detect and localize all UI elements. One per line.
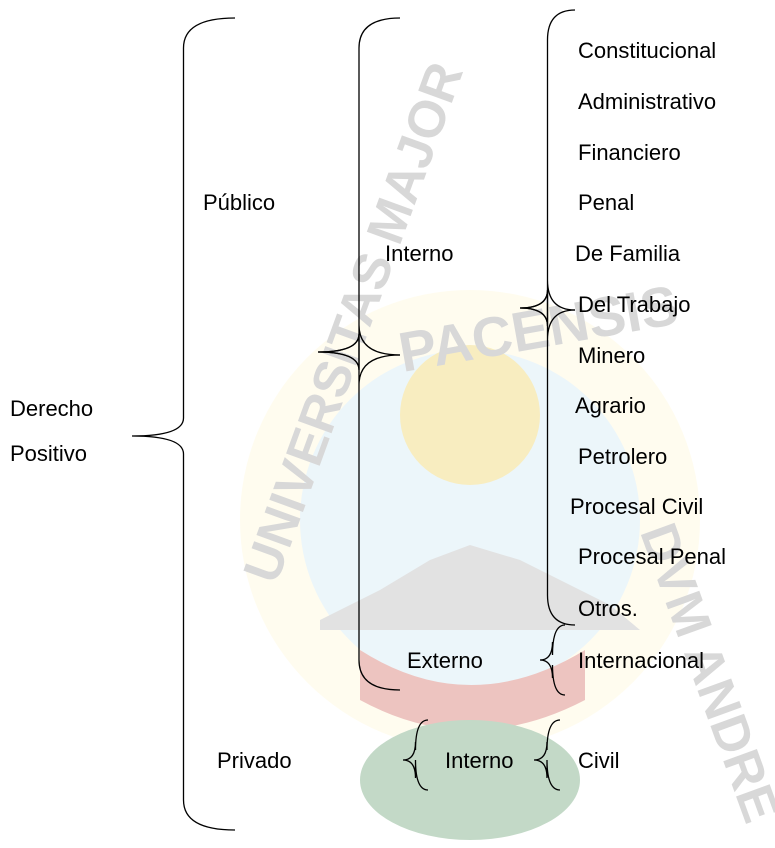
bracket-interno-ramas-upper: [519, 9, 576, 327]
bracket-interno-ramas-lower: [519, 289, 576, 626]
interno-label: Interno: [385, 241, 454, 266]
rama-item: Minero: [578, 343, 646, 368]
seal-ribbon: [360, 650, 585, 730]
rama-externo-item: Internacional: [578, 648, 704, 673]
bracket-publico-interno-externo: [317, 333, 401, 691]
rama-item: Petrolero: [578, 444, 668, 469]
bracket-derecho-positivo: [131, 17, 236, 831]
rama-item: Administrativo: [578, 89, 717, 114]
bracket-privado-interno: [533, 719, 561, 791]
seal-mountain: [320, 545, 640, 630]
bracket-privado: [402, 719, 429, 791]
rama-item: Procesal Civil: [570, 494, 704, 519]
root-label-line1: Derecho: [10, 396, 94, 421]
rama-item: Constitucional: [578, 38, 717, 63]
privado-label: Privado: [217, 748, 292, 773]
bracket-externo: [539, 624, 566, 696]
externo-label: Externo: [407, 648, 483, 673]
rama-item: Otros.: [578, 596, 638, 621]
bracket-publico: [317, 17, 401, 371]
root-label-line2: Positivo: [10, 441, 88, 466]
rama-privado-item: Civil: [578, 748, 620, 773]
rama-item: Del Trabajo: [578, 292, 691, 317]
publico-label: Público: [203, 190, 276, 215]
rama-item: Penal: [578, 190, 635, 215]
seal-sun-rays: [240, 290, 700, 750]
rama-item: Procesal Penal: [578, 544, 726, 569]
rama-item: Agrario: [575, 393, 646, 418]
privado-interno-label: Interno: [445, 748, 514, 773]
rama-item: De Familia: [575, 241, 681, 266]
rama-item: Financiero: [578, 140, 681, 165]
